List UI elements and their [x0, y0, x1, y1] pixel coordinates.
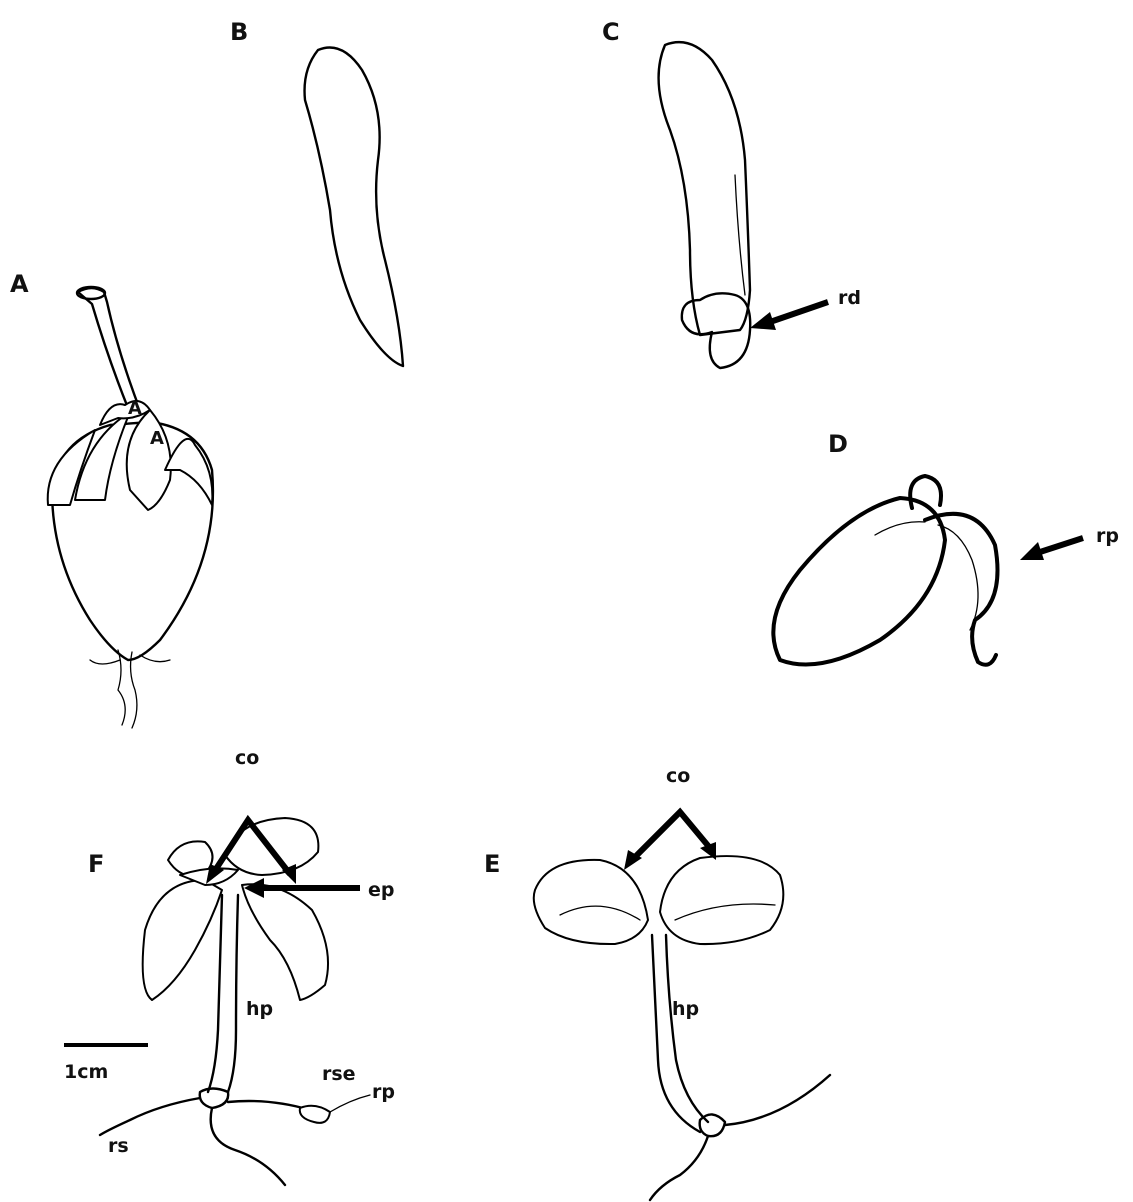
panel-label-d: D	[828, 430, 848, 458]
scale-bar-label: 1cm	[64, 1061, 108, 1083]
label-rd: rd	[838, 287, 861, 309]
bud-mark: A	[150, 428, 164, 449]
co-e-arrows	[634, 812, 710, 858]
label-hp-f: hp	[246, 998, 273, 1020]
rd-arrow-line	[770, 302, 828, 322]
rp-arrow-head	[1020, 542, 1044, 560]
panel-e-drawing	[534, 856, 830, 1200]
bud-mark: A	[128, 398, 142, 419]
panel-a-drawing: A A	[48, 287, 213, 728]
label-co-f: co	[235, 747, 259, 769]
panel-b-drawing	[305, 48, 403, 367]
label-hp-e: hp	[672, 998, 699, 1020]
label-rse: rse	[322, 1063, 356, 1085]
panel-f-drawing	[100, 818, 370, 1185]
panel-c-drawing	[659, 42, 751, 368]
label-rs: rs	[108, 1135, 129, 1157]
panel-label-f: F	[88, 850, 104, 878]
label-rp-d: rp	[1096, 525, 1119, 547]
panel-label-b: B	[230, 18, 248, 46]
label-rp-f: rp	[372, 1081, 395, 1103]
label-ep: ep	[368, 879, 395, 901]
panel-label-e: E	[484, 850, 500, 878]
panel-label-c: C	[602, 18, 620, 46]
rp-arrow-line	[1040, 538, 1083, 552]
panel-d-drawing	[773, 476, 997, 665]
rd-arrow-head	[750, 312, 776, 330]
label-co-e: co	[666, 765, 690, 787]
panel-label-a: A	[10, 270, 29, 298]
